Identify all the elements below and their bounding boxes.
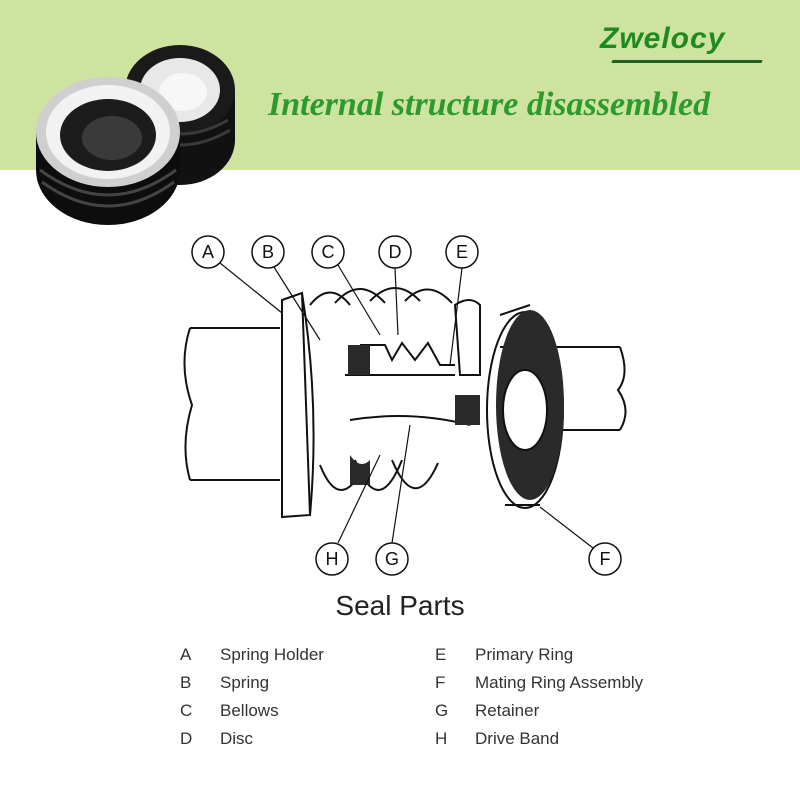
legend-name: Spring Holder [220, 645, 324, 664]
callout-F [539, 506, 622, 576]
legend-letter: B [180, 673, 192, 692]
legend-letter: G [435, 701, 449, 720]
seal-product-photo [36, 45, 235, 225]
callout-label: D [389, 242, 402, 262]
callout-label: E [456, 242, 468, 262]
callout-label: H [326, 549, 339, 569]
legend-name: Spring [220, 673, 270, 692]
spring-upper [309, 287, 453, 306]
legend-name: Mating Ring Assembly [475, 673, 644, 692]
legend-letter: F [435, 673, 446, 692]
callout-A [191, 235, 283, 314]
callout-E [445, 235, 479, 366]
legend-name: Bellows [220, 701, 279, 720]
callout-label: F [600, 549, 611, 569]
front-seal [36, 77, 180, 225]
legend-name: Drive Band [475, 729, 560, 748]
callout-label: A [202, 242, 214, 262]
spring-lower [319, 459, 439, 491]
legend-name: Retainer [475, 701, 540, 720]
legend-name: Disc [220, 729, 254, 748]
legend-letter: C [180, 701, 193, 720]
legend-letter: A [180, 645, 192, 664]
callout-label: C [322, 242, 335, 262]
legend-letter: E [435, 645, 447, 664]
callout-H [315, 454, 381, 576]
legend-title: Seal Parts [335, 590, 465, 621]
callout-label: B [262, 242, 274, 262]
callout-label: G [385, 549, 399, 569]
brand-name: Zwelocy [600, 22, 726, 55]
callout-G [375, 424, 411, 576]
seal-diagram: A B C D E F G H [183, 235, 627, 576]
legend-letter: D [180, 729, 193, 748]
legend-name: Primary Ring [475, 645, 574, 664]
callout-B [251, 235, 321, 341]
callout-D [378, 235, 412, 336]
callout-C [311, 235, 381, 336]
shaft-left [183, 327, 280, 481]
bellows [360, 341, 455, 366]
legend-letter: H [435, 729, 448, 748]
headline: Internal structure disassembled [268, 86, 711, 123]
brand-underline [611, 60, 763, 63]
brand-logo: Zwelocy [600, 22, 775, 70]
primary-ring [453, 299, 481, 376]
